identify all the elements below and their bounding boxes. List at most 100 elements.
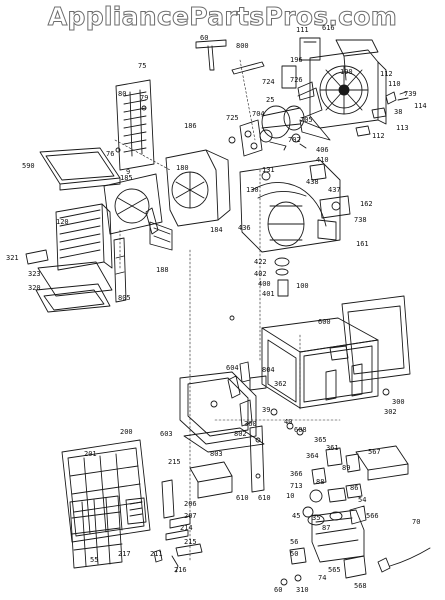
callout-label: 616 (322, 24, 335, 32)
callout-label: 366 (290, 470, 303, 478)
callout-label: 702 (288, 136, 301, 144)
callout-label: 803 (210, 450, 223, 458)
callout-label: 161 (356, 240, 369, 248)
callout-label: 79 (140, 94, 149, 102)
callout-label: 365 (314, 436, 327, 444)
top-bracket-800 (195, 39, 265, 75)
callout-label: 40 (284, 418, 293, 426)
callout-label: 422 (254, 258, 267, 266)
callout-label: 804 (262, 366, 275, 374)
evaporator-coil-120 (55, 203, 113, 271)
compressor-assembly (239, 159, 351, 253)
cabinet-600 (261, 317, 379, 409)
callout-label: 201 (84, 450, 97, 458)
callout-label: 565 (328, 566, 341, 574)
small-parts-right (355, 91, 409, 137)
callout-label: 302 (384, 408, 397, 416)
callout-label: 215 (184, 538, 197, 546)
callout-label: 76 (106, 150, 115, 158)
callout-label: 111 (296, 26, 309, 34)
callout-label: 406 (316, 146, 329, 154)
callout-label: 207 (184, 512, 197, 520)
callout-label: 320 (28, 284, 41, 292)
callout-label: 401 (262, 290, 275, 298)
callout-label: 88 (316, 478, 325, 486)
callout-label: 437 (328, 186, 341, 194)
callout-label: 70 (412, 518, 421, 526)
callout-label: 39 (262, 406, 271, 414)
callout-label: 738 (354, 216, 367, 224)
callout-label: 705 (300, 116, 313, 124)
callout-label: 402 (254, 270, 267, 278)
callout-label: 300 (392, 398, 405, 406)
callout-label: 9 (126, 168, 131, 176)
bracket-725 (228, 119, 263, 157)
callout-label: 211 (150, 550, 163, 558)
callout-label: 60 (274, 586, 283, 594)
watermark-logo: AppliancePartsPros.com (47, 2, 398, 32)
callout-label: 100 (296, 282, 309, 290)
callout-label: 131 (262, 166, 275, 174)
callout-label: 362 (274, 380, 287, 388)
duct-810 (189, 461, 233, 499)
callout-label: 184 (210, 226, 223, 234)
louvers-206-207 (153, 479, 203, 573)
callout-label: 725 (226, 114, 239, 122)
callout-label: 216 (174, 566, 187, 574)
callout-label: 206 (184, 500, 197, 508)
callout-label: 436 (238, 224, 251, 232)
callout-label: 74 (318, 574, 327, 582)
callout-label: 56 (290, 538, 299, 546)
callout-label: 802 (234, 430, 247, 438)
callout-label: 75 (138, 62, 147, 70)
callout-label: 60 (200, 34, 209, 42)
callout-label: 110 (388, 80, 401, 88)
fan-motor (259, 87, 323, 151)
callout-label: 186 (184, 122, 197, 130)
callout-label: 35 (312, 514, 321, 522)
callout-label: 590 (22, 162, 35, 170)
callout-label: 726 (290, 76, 303, 84)
callout-label: 739 (404, 90, 417, 98)
base-pan (179, 371, 265, 453)
callout-label: 438 (306, 178, 319, 186)
callout-label: 566 (366, 512, 379, 520)
callout-label: 200 (120, 428, 133, 436)
callout-label: 360 (244, 420, 257, 428)
leader-lines (114, 59, 341, 561)
callout-label: 610 (258, 494, 271, 502)
power-cord-70 (377, 547, 431, 573)
callout-label: 45 (292, 512, 301, 520)
callout-label: 54 (358, 496, 367, 504)
callout-label: 713 (290, 482, 303, 490)
callout-label: 190 (340, 68, 353, 76)
callout-label: 50 (290, 550, 299, 558)
callout-label: 704 (252, 110, 265, 118)
callout-label: 323 (28, 270, 41, 278)
fasteners (229, 315, 304, 436)
bracket-616 (335, 39, 379, 81)
callout-label: 724 (262, 78, 275, 86)
bracket-805 (113, 237, 127, 303)
callout-label: 89 (342, 464, 351, 472)
callout-label: 400 (258, 280, 271, 288)
callout-label: 120 (56, 218, 69, 226)
switches-364-366 (302, 447, 361, 518)
callout-label: 130 (246, 186, 259, 194)
callout-label: 604 (226, 364, 239, 372)
callout-label: 114 (414, 102, 427, 110)
top-cover-590 (39, 147, 121, 191)
filter-55 (69, 495, 123, 569)
callout-label: 162 (360, 200, 373, 208)
filter-parts (25, 249, 113, 313)
callout-label: 180 (176, 164, 189, 172)
capacitor-45-35 (307, 511, 343, 526)
callout-label: 215 (168, 458, 181, 466)
callout-label: 568 (354, 582, 367, 590)
callout-label: 608 (294, 426, 307, 434)
callout-label: 112 (372, 132, 385, 140)
brackets-804-362 (239, 361, 267, 391)
callout-label: 610 (236, 494, 249, 502)
callout-label: 87 (322, 524, 331, 532)
